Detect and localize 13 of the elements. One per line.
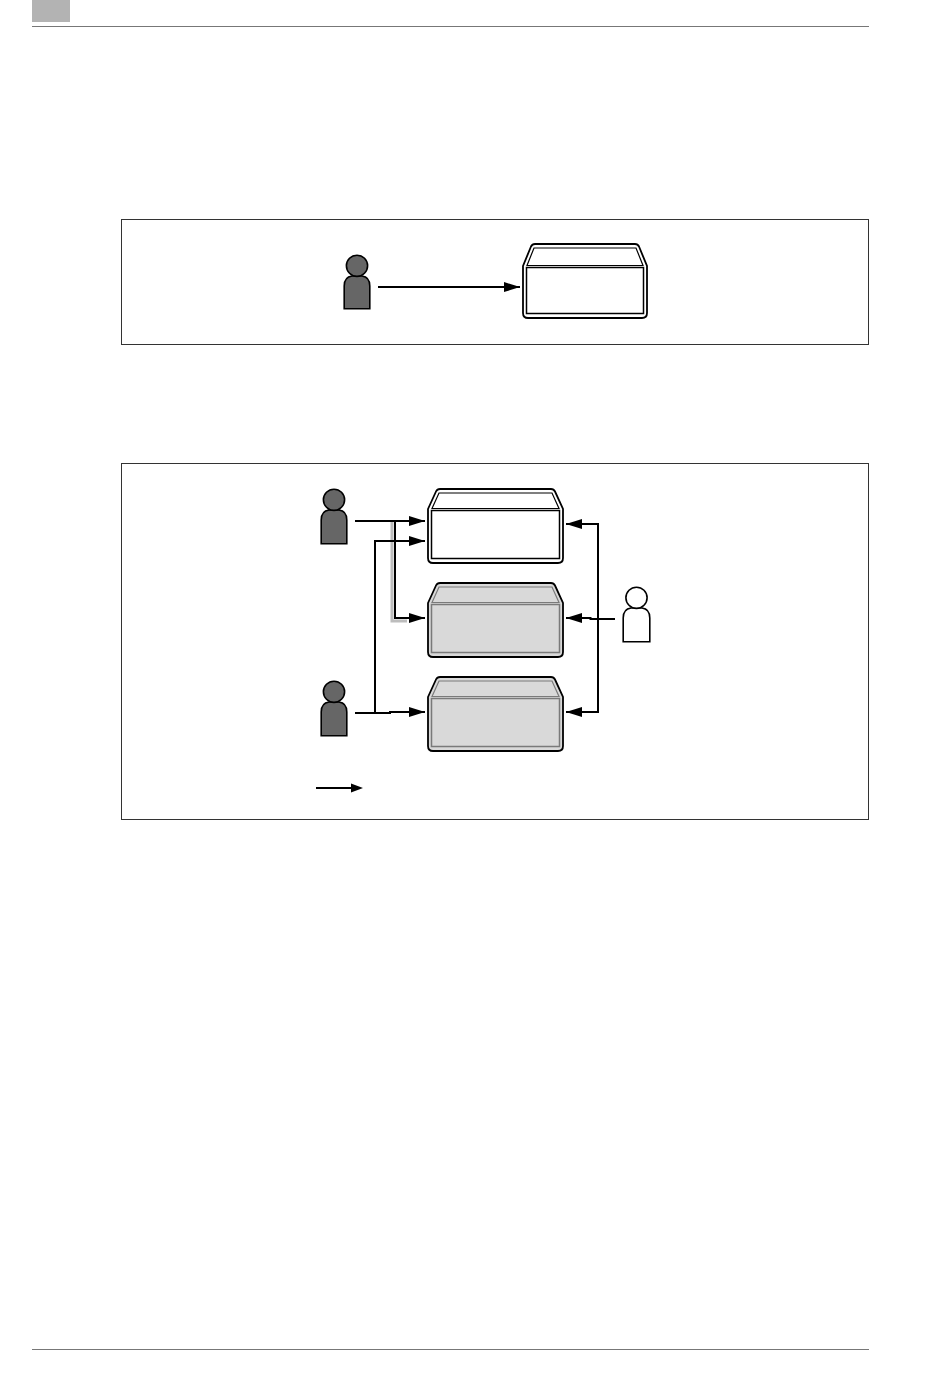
diagram-frame <box>121 463 869 820</box>
printer-device <box>427 488 564 564</box>
arrow <box>354 520 426 623</box>
printer-device <box>427 676 564 752</box>
person-figure <box>320 680 348 737</box>
arrow <box>354 536 426 714</box>
printer-device <box>522 243 648 319</box>
arrow <box>377 282 521 292</box>
diagram-frame <box>121 219 869 345</box>
person-figure <box>622 586 651 643</box>
printer-device <box>427 582 564 658</box>
person-figure <box>343 254 371 310</box>
person-figure <box>320 488 348 545</box>
